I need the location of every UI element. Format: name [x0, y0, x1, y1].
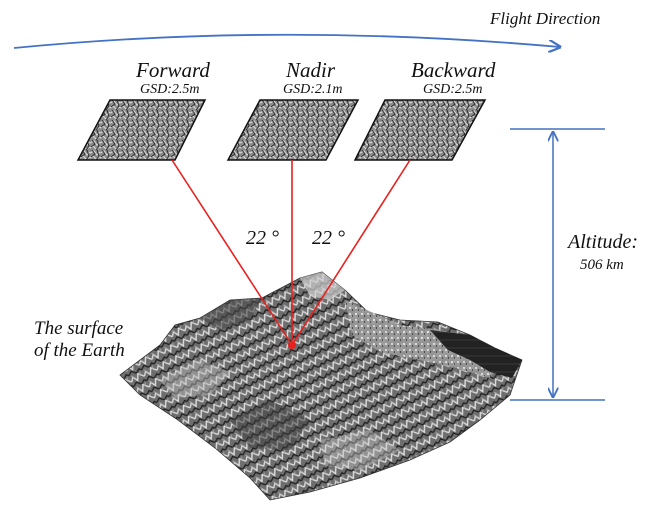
backward-ray	[291, 159, 411, 346]
flight-direction-arrow	[13, 33, 560, 48]
nadir-title: Nadir	[286, 58, 336, 82]
earth-terrain	[119, 271, 523, 501]
earth-surface-label: The surface of the Earth	[34, 318, 125, 362]
forward-image-tile	[76, 99, 207, 161]
nadir-image-tile	[226, 99, 360, 161]
altitude-label: Altitude:	[568, 231, 638, 253]
right-angle-label: 22 °	[312, 227, 345, 249]
earth-surface-line2: of the Earth	[34, 339, 125, 361]
backward-image-tile	[353, 99, 487, 161]
left-angle-label: 22 °	[246, 227, 279, 249]
ground-point	[288, 341, 296, 349]
earth-surface-line1: The surface	[34, 318, 124, 339]
forward-ray	[171, 159, 293, 346]
backward-gsd: GSD:2.5m	[423, 82, 483, 97]
flight-direction-label: Flight Direction	[490, 9, 601, 28]
forward-gsd: GSD:2.5m	[140, 82, 200, 97]
forward-title: Forward	[136, 58, 210, 82]
altitude-value: 506 km	[580, 257, 624, 273]
backward-title: Backward	[411, 58, 496, 82]
nadir-gsd: GSD:2.1m	[283, 82, 343, 97]
